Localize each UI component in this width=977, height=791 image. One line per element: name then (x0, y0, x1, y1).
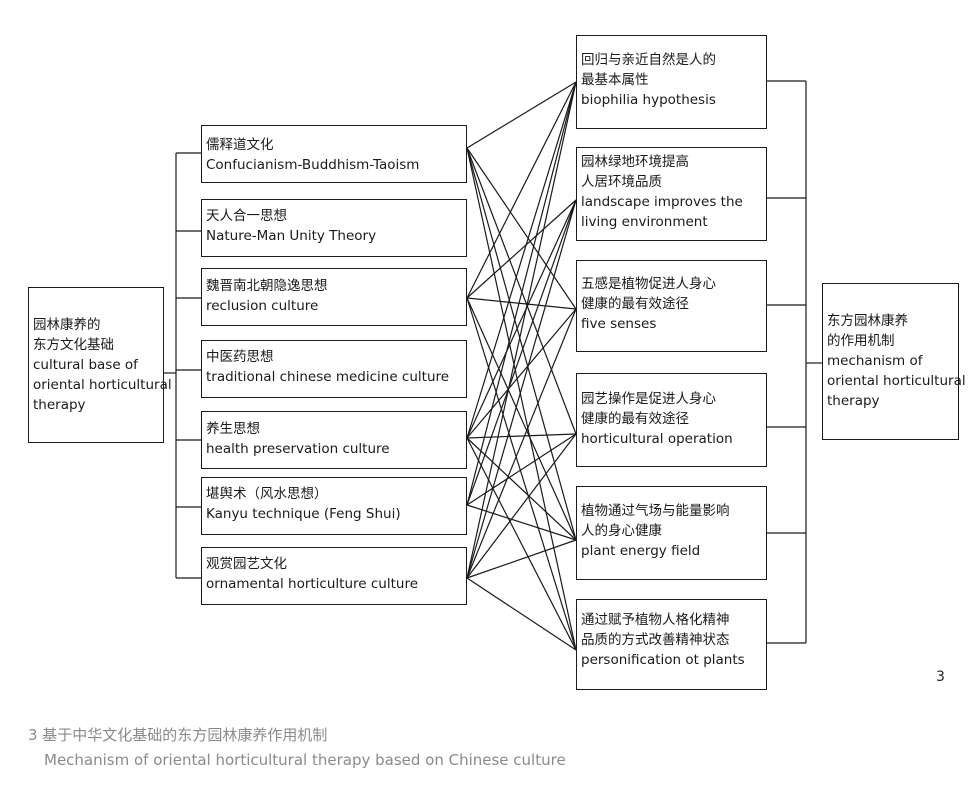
box-line: therapy (827, 393, 880, 409)
box-line: 魏晋南北朝隐逸思想 (206, 278, 328, 294)
figure-number: 3 (936, 669, 945, 685)
box-line: therapy (33, 397, 86, 413)
box-line: traditional chinese medicine culture (206, 369, 450, 385)
caption-chinese: 3 基于中华文化基础的东方园林康养作用机制 (28, 726, 328, 744)
box-line: 通过赋予植物人格化精神 (581, 612, 730, 628)
box-line: ornamental horticulture culture (206, 576, 418, 592)
mechanism-box-plant-energy: 植物通过气场与能量影响 人的身心健康 plant energy field (576, 486, 767, 580)
box-line: 最基本属性 (581, 72, 649, 88)
box-line: 健康的最有效途径 (581, 296, 689, 312)
box-line: horticultural operation (581, 431, 733, 447)
box-line: oriental horticultural (827, 373, 966, 389)
box-line: 养生思想 (206, 421, 260, 437)
culture-box-health-preservation: 养生思想 health preservation culture (201, 411, 467, 469)
box-line: five senses (581, 316, 657, 332)
culture-box-nature-man: 天人合一思想 Nature-Man Unity Theory (201, 199, 467, 257)
box-line: living environment (581, 214, 708, 230)
caption-english: Mechanism of oriental horticultural ther… (44, 751, 566, 769)
box-line: Kanyu technique (Feng Shui) (206, 506, 401, 522)
mechanism-box-landscape: 园林绿地环境提高 人居环境品质 landscape improves the l… (576, 147, 767, 241)
mechanism-summary-box: 东方园林康养 的作用机制 mechanism of oriental horti… (822, 283, 966, 440)
box-line: 东方文化基础 (33, 337, 114, 353)
box-line: 天人合一思想 (206, 208, 287, 224)
box-line: reclusion culture (206, 298, 319, 314)
box-line: 观赏园艺文化 (206, 556, 287, 572)
box-line: Confucianism-Buddhism-Taoism (206, 157, 420, 173)
box-line: 园林康养的 (33, 317, 101, 333)
box-line: Nature-Man Unity Theory (206, 228, 377, 244)
culture-box-confucianism: 儒释道文化 Confucianism-Buddhism-Taoism (201, 125, 467, 183)
mechanism-box-personification: 通过赋予植物人格化精神 品质的方式改善精神状态 personification … (576, 599, 767, 690)
box-line: 人居环境品质 (581, 174, 662, 190)
mechanism-box-five-senses: 五感是植物促进人身心 健康的最有效途径 five senses (576, 260, 767, 352)
mechanism-box-horticultural-operation: 园艺操作是促进人身心 健康的最有效途径 horticultural operat… (576, 373, 767, 467)
box-line: 植物通过气场与能量影响 (581, 503, 730, 519)
box-line: 中医药思想 (206, 349, 274, 365)
culture-box-feng-shui: 堪舆术（风水思想） Kanyu technique (Feng Shui) (201, 477, 467, 535)
box-line: 堪舆术（风水思想） (206, 486, 328, 502)
box-line: 人的身心健康 (581, 523, 662, 539)
box-line: mechanism of (827, 353, 923, 369)
culture-box-tcm: 中医药思想 traditional chinese medicine cultu… (201, 340, 467, 398)
culture-box-ornamental: 观赏园艺文化 ornamental horticulture culture (201, 547, 467, 605)
box-line: health preservation culture (206, 441, 390, 457)
box-line: 品质的方式改善精神状态 (581, 632, 730, 648)
box-line: biophilia hypothesis (581, 92, 716, 108)
box-line: 回归与亲近自然是人的 (581, 52, 716, 68)
box-line: 五感是植物促进人身心 (581, 276, 716, 292)
box-line: 的作用机制 (827, 333, 895, 349)
box-line: 健康的最有效途径 (581, 411, 689, 427)
box-line: cultural base of (33, 357, 138, 373)
box-line: oriental horticultural (33, 377, 172, 393)
mechanism-box-biophilia: 回归与亲近自然是人的 最基本属性 biophilia hypothesis (576, 35, 767, 129)
culture-box-reclusion: 魏晋南北朝隐逸思想 reclusion culture (201, 268, 467, 326)
box-line: 东方园林康养 (827, 313, 908, 329)
cultural-base-box: 园林康养的 东方文化基础 cultural base of oriental h… (28, 287, 172, 443)
box-line: plant energy field (581, 543, 701, 559)
box-line: personification ot plants (581, 652, 745, 668)
box-line: 园艺操作是促进人身心 (581, 391, 716, 407)
box-line: 儒释道文化 (206, 137, 274, 153)
box-line: landscape improves the (581, 194, 743, 210)
box-line: 园林绿地环境提高 (581, 154, 689, 170)
